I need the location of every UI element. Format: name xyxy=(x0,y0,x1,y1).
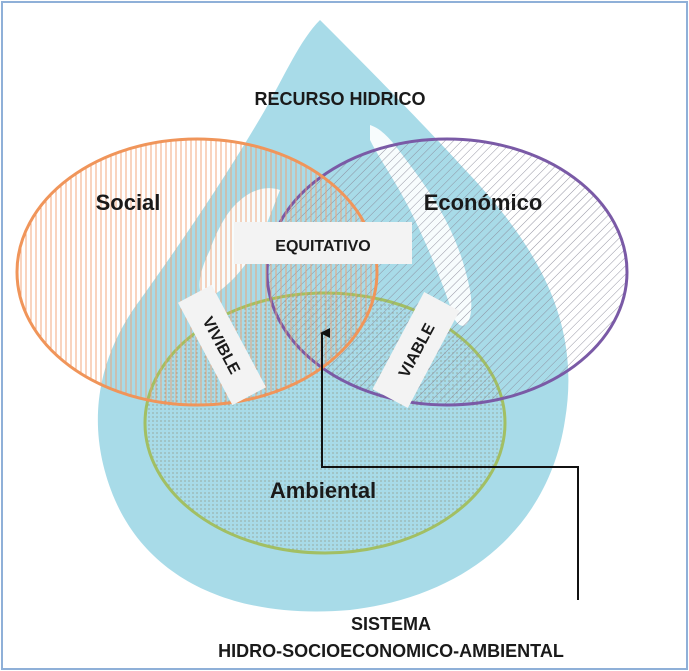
title-label: RECURSO HIDRICO xyxy=(254,89,425,109)
connector-arrow xyxy=(320,328,579,600)
caption-line-2: HIDRO-SOCIOECONOMICO-AMBIENTAL xyxy=(218,641,564,661)
social-label: Social xyxy=(96,190,161,215)
ambiental-label: Ambiental xyxy=(270,478,376,503)
equitativo-label: EQUITATIVO xyxy=(275,238,370,255)
equitativo-box: EQUITATIVO xyxy=(234,222,412,264)
economico-label: Económico xyxy=(424,190,543,215)
social-circle xyxy=(15,137,379,407)
caption-line-1: SISTEMA xyxy=(351,614,431,634)
